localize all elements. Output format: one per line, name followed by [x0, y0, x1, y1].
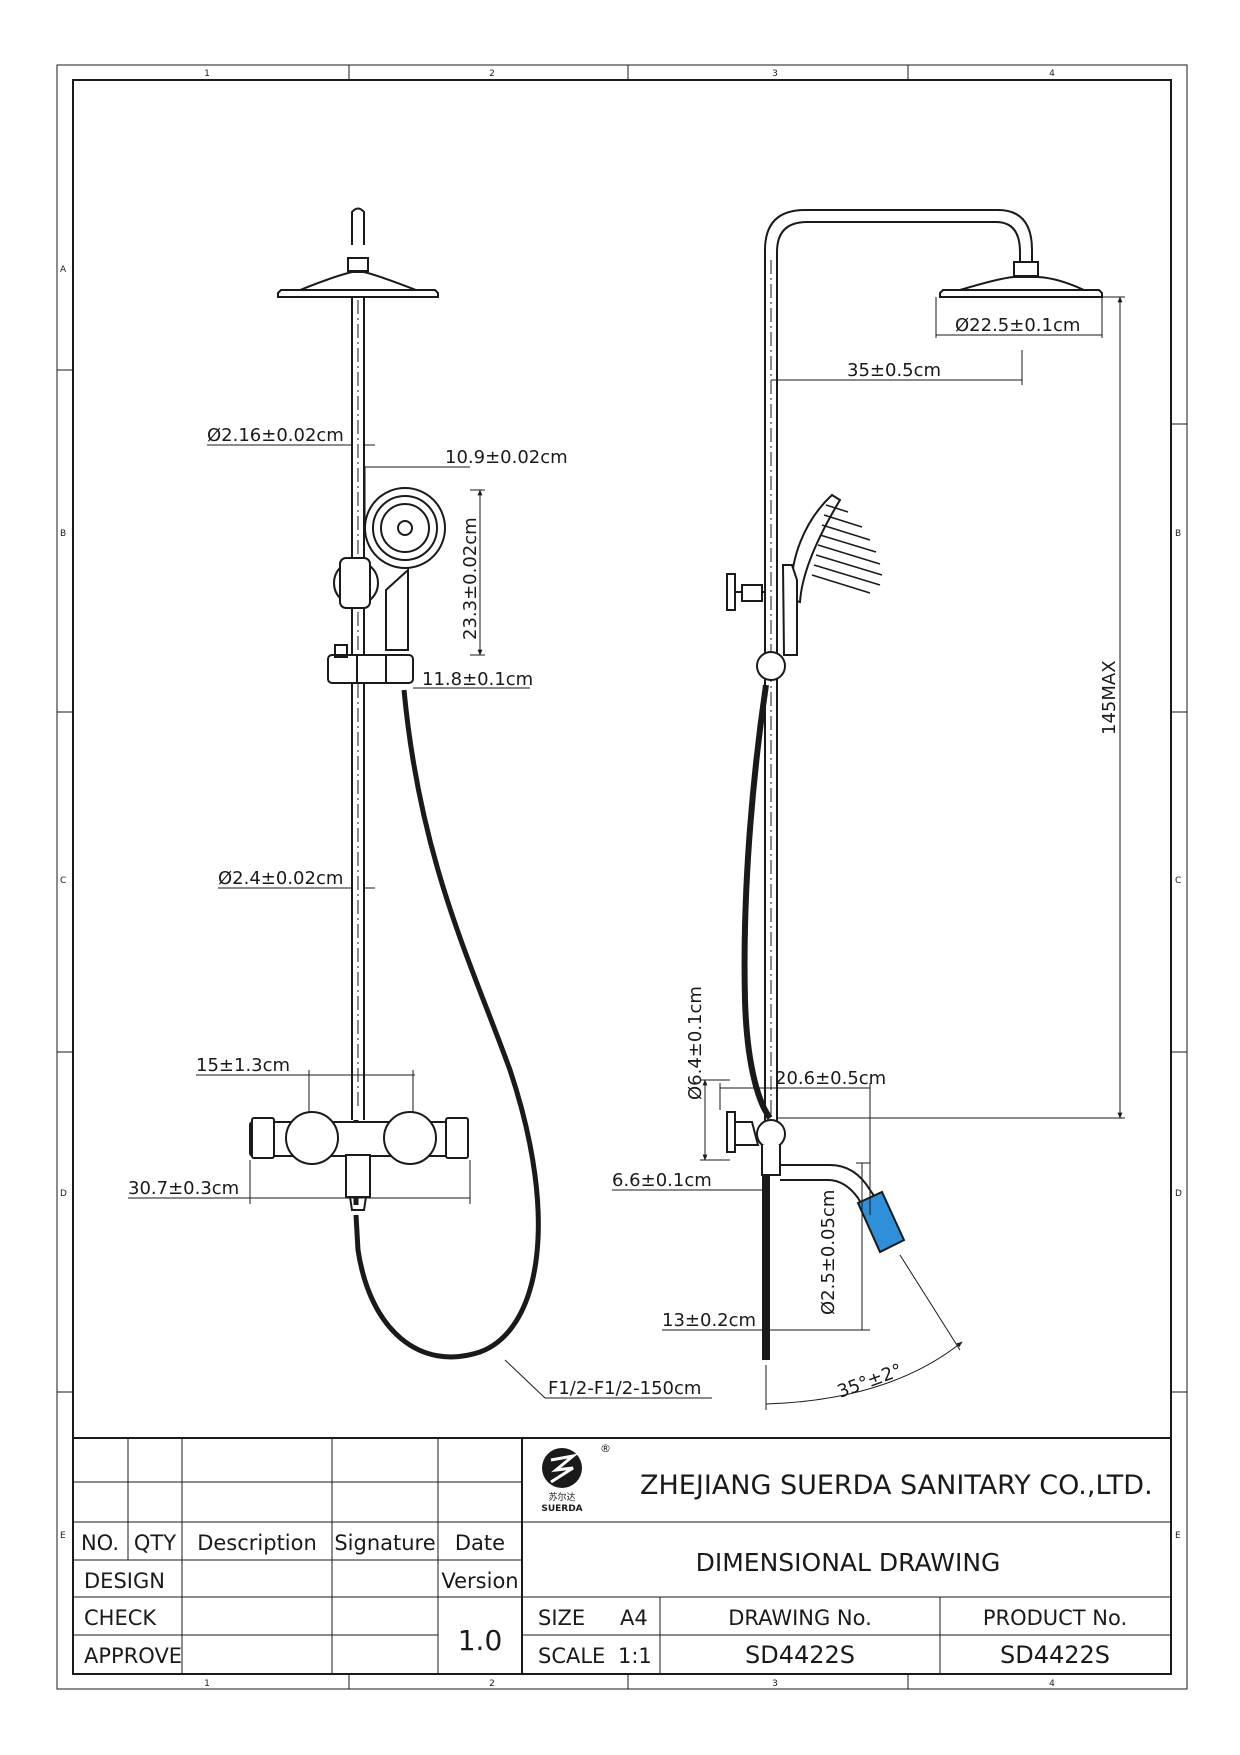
- company-name: ZHEJIANG SUERDA SANITARY CO.,LTD.: [640, 1470, 1153, 1501]
- dim-spout-offset: 6.6±0.1cm: [612, 1170, 712, 1191]
- col-marker: 2: [489, 69, 495, 79]
- drawing-frame: [56, 64, 1188, 1690]
- dim-spout-angle: 35°±2°: [835, 1360, 906, 1403]
- check-label: CHECK: [84, 1606, 157, 1630]
- dim-handheld-length: 23.3±0.02cm: [460, 517, 481, 640]
- logo-chinese-text: 苏尔达: [548, 1491, 575, 1503]
- design-label: DESIGN: [84, 1569, 165, 1593]
- col-marker: 1: [204, 69, 210, 79]
- version-value: 1.0: [458, 1624, 503, 1657]
- title-block: [73, 1437, 1171, 1674]
- product-no-label: PRODUCT No.: [983, 1606, 1127, 1630]
- col-marker: 3: [772, 1679, 778, 1689]
- zone-markers: 1 2 3 4 1 2 3 4 A B C D E B C D E: [60, 69, 1182, 1689]
- col-marker: 4: [1049, 1679, 1055, 1689]
- col-marker: 1: [204, 1679, 210, 1689]
- drawing-no-label: DRAWING No.: [728, 1606, 872, 1630]
- side-dimensions: [612, 296, 1125, 1410]
- scale-value: 1:1: [618, 1644, 652, 1668]
- col-marker: 2: [489, 1679, 495, 1689]
- dim-total-height: 145MAX: [1099, 660, 1120, 735]
- suerda-logo: ® 苏尔达 SUERDA: [541, 1442, 611, 1514]
- header-signature: Signature: [334, 1531, 435, 1555]
- row-marker: E: [1175, 1531, 1181, 1541]
- spray-hatch: [811, 504, 883, 594]
- dim-head-diameter: Ø22.5±0.1cm: [955, 315, 1080, 336]
- row-marker: B: [1175, 529, 1181, 539]
- drawing-no-value: SD4422S: [745, 1641, 855, 1669]
- spout-outlet-accent: [856, 1190, 906, 1254]
- dim-valve-width: 30.7±0.3cm: [128, 1178, 239, 1199]
- dim-rod-top-diameter: Ø2.16±0.02cm: [207, 425, 344, 446]
- row-marker: C: [1175, 876, 1181, 886]
- dim-wall-flange: Ø6.4±0.1cm: [685, 986, 706, 1100]
- front-view: [249, 207, 541, 1360]
- dim-valve-depth: 20.6±0.5cm: [775, 1068, 886, 1089]
- row-marker: C: [60, 876, 66, 886]
- row-marker: D: [1175, 1189, 1182, 1199]
- header-date: Date: [455, 1531, 505, 1555]
- dim-spout-diameter: Ø2.5±0.05cm: [818, 1190, 839, 1315]
- dim-hose: F1/2-F1/2-150cm: [548, 1378, 701, 1399]
- approve-label: APPROVE: [84, 1644, 182, 1668]
- size-value: A4: [620, 1606, 648, 1630]
- drawing-title: DIMENSIONAL DRAWING: [696, 1548, 1001, 1577]
- row-marker: D: [60, 1189, 67, 1199]
- col-marker: 3: [772, 69, 778, 79]
- row-marker: A: [60, 265, 67, 275]
- header-description: Description: [197, 1531, 317, 1555]
- logo-registered-mark: ®: [600, 1442, 611, 1455]
- side-view: [726, 209, 1103, 1360]
- row-marker: B: [60, 529, 66, 539]
- product-no-value: SD4422S: [1000, 1641, 1110, 1669]
- logo-text: SUERDA: [541, 1504, 582, 1514]
- col-marker: 4: [1049, 69, 1055, 79]
- dim-spout-length: 13±0.2cm: [662, 1310, 756, 1331]
- scale-label: SCALE: [538, 1644, 605, 1668]
- size-label: SIZE: [538, 1606, 585, 1630]
- version-label: Version: [441, 1569, 518, 1593]
- front-dimensions: [128, 444, 712, 1399]
- title-block-text: ZHEJIANG SUERDA SANITARY CO.,LTD. DIMENS…: [81, 1470, 1153, 1669]
- header-qty: QTY: [134, 1531, 176, 1555]
- dim-handheld-width: 10.9±0.02cm: [445, 447, 568, 468]
- header-no: NO.: [81, 1531, 119, 1555]
- dim-inlet-centers: 15±1.3cm: [196, 1055, 290, 1076]
- dim-holder-height: 11.8±0.1cm: [422, 669, 533, 690]
- dim-rod-diameter: Ø2.4±0.02cm: [218, 868, 343, 889]
- dimension-labels: Ø2.16±0.02cm 10.9±0.02cm 23.3±0.02cm 11.…: [128, 315, 1120, 1403]
- dim-arm-length: 35±0.5cm: [847, 360, 941, 381]
- row-marker: E: [60, 1531, 66, 1541]
